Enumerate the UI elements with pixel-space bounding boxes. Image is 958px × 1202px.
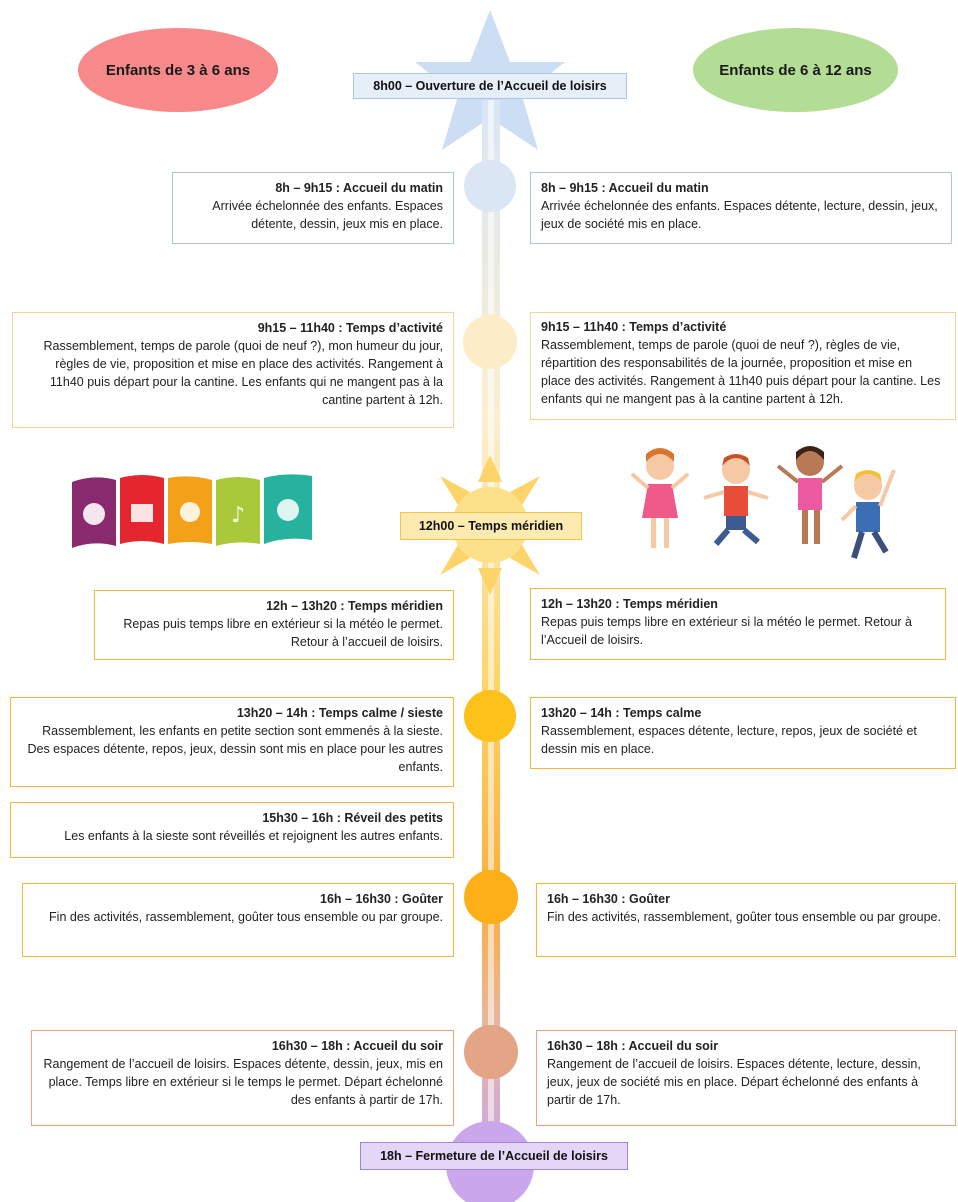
block-text: Rassemblement, temps de parole (quoi de … <box>541 338 941 406</box>
left-block-midday: 12h – 13h20 : Temps méridien Repas puis … <box>94 590 454 660</box>
right-block-morning: 8h – 9h15 : Accueil du matin Arrivée éch… <box>530 172 952 244</box>
midday-label: 12h00 – Temps méridien <box>400 512 582 540</box>
block-title: 9h15 – 11h40 : Temps d’activité <box>257 321 443 335</box>
block-title: 12h – 13h20 : Temps méridien <box>541 597 718 611</box>
children-illustration <box>630 446 896 559</box>
block-text: Rangement de l’accueil de loisirs. Espac… <box>43 1057 443 1107</box>
left-group-ellipse: Enfants de 3 à 6 ans <box>78 28 278 112</box>
left-block-snack: 16h – 16h30 : Goûter Fin des activités, … <box>22 883 454 957</box>
right-block-calm: 13h20 – 14h : Temps calme Rassemblement,… <box>530 697 956 769</box>
right-block-snack: 16h – 16h30 : Goûter Fin des activités, … <box>536 883 956 957</box>
left-block-activity: 9h15 – 11h40 : Temps d’activité Rassembl… <box>12 312 454 428</box>
left-block-calm: 13h20 – 14h : Temps calme / sieste Rasse… <box>10 697 454 787</box>
svg-text:♪: ♪ <box>231 503 245 528</box>
timeline-node-activity <box>463 315 517 369</box>
left-block-morning: 8h – 9h15 : Accueil du matin Arrivée éch… <box>172 172 454 244</box>
timeline-node-calm <box>464 690 516 742</box>
right-block-midday: 12h – 13h20 : Temps méridien Repas puis … <box>530 588 946 660</box>
block-text: Fin des activités, rassemblement, goûter… <box>49 910 443 924</box>
right-group-ellipse: Enfants de 6 à 12 ans <box>693 28 898 112</box>
timeline-node-morning <box>464 160 516 212</box>
block-text: Rassemblement, espaces détente, lecture,… <box>541 724 917 756</box>
left-block-evening: 16h30 – 18h : Accueil du soir Rangement … <box>31 1030 454 1126</box>
block-title: 13h20 – 14h : Temps calme / sieste <box>236 706 443 720</box>
opening-label: 8h00 – Ouverture de l’Accueil de loisirs <box>353 73 627 99</box>
block-title: 13h20 – 14h : Temps calme <box>541 706 702 720</box>
block-text: Arrivée échelonnée des enfants. Espaces … <box>541 199 938 231</box>
block-title: 16h – 16h30 : Goûter <box>547 892 670 906</box>
left-group-label: Enfants de 3 à 6 ans <box>105 61 251 79</box>
block-title: 8h – 9h15 : Accueil du matin <box>541 181 709 195</box>
right-block-evening: 16h30 – 18h : Accueil du soir Rangement … <box>536 1030 956 1126</box>
right-block-activity: 9h15 – 11h40 : Temps d’activité Rassembl… <box>530 312 956 420</box>
closing-label: 18h – Fermeture de l’Accueil de loisirs <box>360 1142 628 1170</box>
closing-text: 18h – Fermeture de l’Accueil de loisirs <box>380 1149 608 1163</box>
block-title: 8h – 9h15 : Accueil du matin <box>275 181 443 195</box>
timeline-node-evening <box>464 1025 518 1079</box>
block-text: Rangement de l’accueil de loisirs. Espac… <box>547 1057 921 1107</box>
block-title: 15h30 – 16h : Réveil des petits <box>262 811 443 825</box>
block-text: Repas puis temps libre en extérieur si l… <box>541 615 913 647</box>
block-title: 16h30 – 18h : Accueil du soir <box>271 1039 443 1053</box>
right-group-label: Enfants de 6 à 12 ans <box>719 61 872 79</box>
opening-text: 8h00 – Ouverture de l’Accueil de loisirs <box>373 79 607 93</box>
block-text: Les enfants à la sieste sont réveillés e… <box>64 829 443 843</box>
block-text: Repas puis temps libre en extérieur si l… <box>123 617 443 649</box>
block-title: 12h – 13h20 : Temps méridien <box>266 599 443 613</box>
block-title: 9h15 – 11h40 : Temps d’activité <box>541 320 727 334</box>
block-text: Rassemblement, les enfants en petite sec… <box>27 724 443 774</box>
midday-text: 12h00 – Temps méridien <box>418 519 564 533</box>
timeline-node-snack <box>464 870 518 924</box>
activities-banner-icon: ♪ <box>72 474 312 548</box>
block-text: Rassemblement, temps de parole (quoi de … <box>43 339 443 407</box>
block-title: 16h30 – 18h : Accueil du soir <box>547 1039 719 1053</box>
block-title: 16h – 16h30 : Goûter <box>320 892 443 906</box>
block-text: Fin des activités, rassemblement, goûter… <box>547 910 941 924</box>
block-text: Arrivée échelonnée des enfants. Espaces … <box>212 199 443 231</box>
left-block-wakeup: 15h30 – 16h : Réveil des petits Les enfa… <box>10 802 454 858</box>
